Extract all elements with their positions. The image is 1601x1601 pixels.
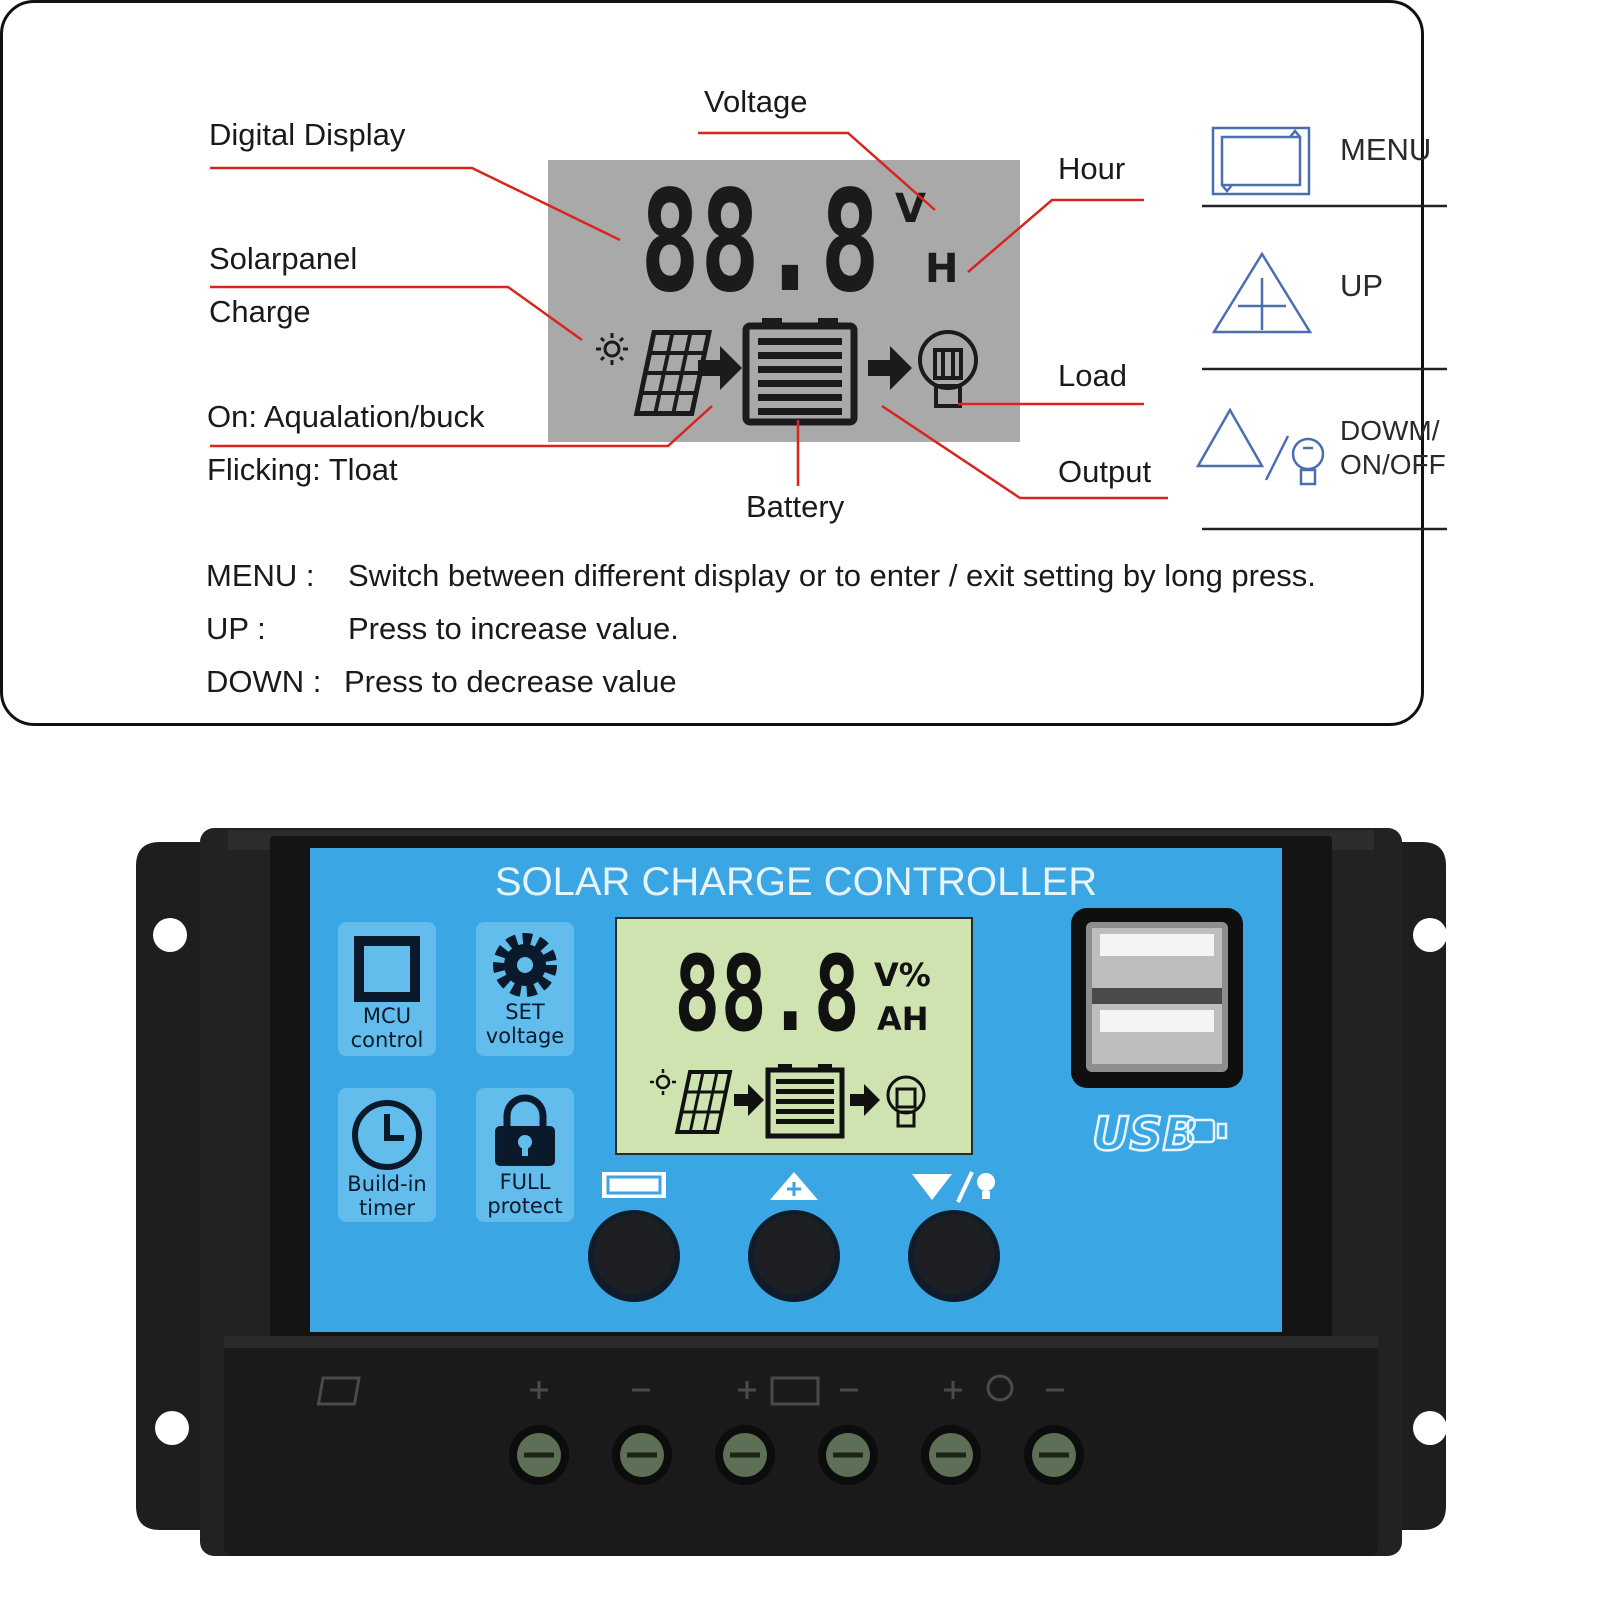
small-bulb-icon	[1291, 437, 1325, 486]
terminal-markings	[316, 1374, 1064, 1406]
sun-icon	[650, 1069, 676, 1095]
feature-label-timer: Build-in timer	[347, 1172, 427, 1220]
battery-icon	[765, 1064, 845, 1139]
battery-icon	[742, 318, 858, 426]
terminal-screw[interactable]	[715, 1425, 775, 1485]
desc-up-key: UP :	[206, 611, 266, 646]
label-charge: Charge	[209, 294, 311, 329]
lcd-unit-h: H	[925, 246, 958, 292]
terminal-screws	[509, 1425, 1084, 1485]
separator-lines	[1202, 204, 1447, 531]
desc-down-text: Press to decrease value	[344, 664, 677, 699]
label-up-button: UP	[1340, 268, 1384, 303]
mounting-hole	[153, 918, 187, 952]
feature-tile	[338, 1088, 436, 1222]
arrow-right-icon	[868, 346, 912, 390]
device-lcd-digits: 88.8	[674, 933, 860, 1055]
arrow-right-icon	[734, 1084, 764, 1116]
desc-up-text: Press to increase value.	[348, 611, 679, 646]
label-down-button-line2: ON/OFF	[1340, 449, 1446, 480]
lock-icon	[495, 1094, 555, 1166]
label-solarpanel: Solarpanel	[209, 241, 358, 276]
usb-port-block[interactable]	[1071, 908, 1243, 1088]
label-battery: Battery	[746, 489, 845, 524]
terminal-screw[interactable]	[612, 1425, 672, 1485]
down-push-button[interactable]	[908, 1210, 1000, 1302]
bulb-icon	[886, 1075, 926, 1128]
callout-lines	[210, 131, 1168, 500]
usb-plug-icon	[1186, 1118, 1228, 1144]
sun-icon	[596, 333, 628, 365]
terminal-block	[224, 1336, 1378, 1556]
terminal-screw[interactable]	[1024, 1425, 1084, 1485]
label-flicking-mode: Flicking: Tloat	[207, 452, 398, 487]
feature-label-mcu: MCU control	[350, 1004, 424, 1052]
device-title: SOLAR CHARGE CONTROLLER	[494, 860, 1098, 904]
chip-icon	[354, 936, 420, 1002]
desc-down-key: DOWN :	[206, 664, 322, 699]
device-lcd-unit-top: V%	[874, 956, 931, 994]
terminal-screw[interactable]	[818, 1425, 878, 1485]
menu-legend-icon	[602, 1172, 666, 1198]
lcd-unit-v: V	[895, 186, 926, 232]
label-output: Output	[1058, 454, 1152, 489]
label-on-mode: On: Aqualation/buck	[207, 399, 485, 434]
up-triangle-icon	[1211, 251, 1313, 334]
usb-label: USB	[1092, 1107, 1198, 1161]
solar-panel-icon	[633, 330, 712, 416]
bulb-icon	[918, 330, 978, 408]
clock-icon	[352, 1100, 422, 1170]
down-triangle-icon	[1195, 407, 1290, 481]
terminal-screw[interactable]	[921, 1425, 981, 1485]
mounting-hole	[1413, 1411, 1447, 1445]
arrow-right-icon	[698, 346, 742, 390]
label-digital-display: Digital Display	[209, 117, 406, 152]
label-menu-button: MENU	[1340, 132, 1432, 167]
mounting-hole	[155, 1411, 189, 1445]
label-load: Load	[1058, 358, 1127, 393]
diagram-graphics: 88.8 V H	[210, 126, 1447, 531]
desc-menu-key: MENU :	[206, 558, 315, 593]
down-legend-icon	[912, 1171, 995, 1203]
solar-panel-icon	[674, 1070, 733, 1134]
up-legend-icon	[770, 1172, 818, 1200]
device-lcd-unit-bottom: AH	[877, 1000, 929, 1038]
menu-icon	[1211, 126, 1311, 196]
mounting-hole	[1413, 918, 1447, 952]
arrow-right-icon	[850, 1084, 880, 1116]
feature-label-protect: FULL protect	[487, 1170, 563, 1218]
lcd-digits: 88.8	[640, 161, 880, 324]
label-voltage: Voltage	[704, 84, 808, 119]
desc-menu-text: Switch between different display or to e…	[348, 558, 1316, 593]
feature-label-set: SET voltage	[485, 1000, 565, 1048]
menu-push-button[interactable]	[588, 1210, 680, 1302]
up-push-button[interactable]	[748, 1210, 840, 1302]
label-hour: Hour	[1058, 151, 1126, 186]
label-down-button-line1: DOWM/	[1340, 415, 1440, 446]
terminal-screw[interactable]	[509, 1425, 569, 1485]
gear-icon	[493, 933, 557, 997]
